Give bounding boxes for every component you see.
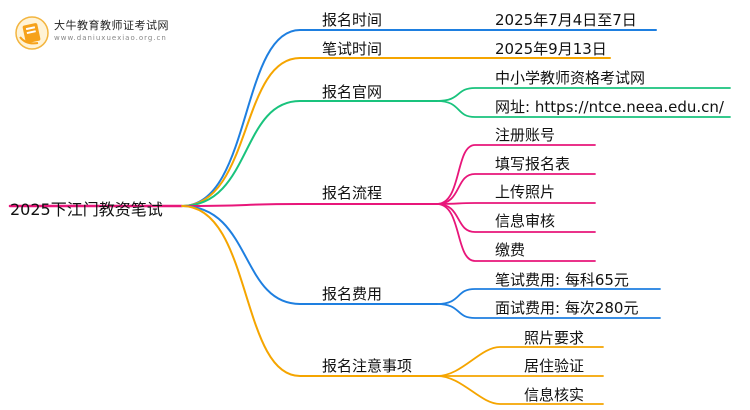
logo-title: 大牛教育教师证考试网 (54, 19, 169, 32)
leaf-connector (436, 144, 596, 205)
leaf-payment: 缴费 (495, 241, 526, 259)
leaf-connector (436, 288, 661, 305)
branch-connector (181, 29, 438, 207)
leaf-fill-form: 填写报名表 (495, 155, 571, 173)
root-node: 2025下江门教资笔试 (10, 200, 163, 219)
leaf-exam-date: 2025年9月13日 (495, 40, 607, 58)
leaf-connector (436, 100, 731, 118)
leaf-registration-dates: 2025年7月4日至7日 (495, 11, 637, 29)
branch-registration-fee: 报名费用 (322, 285, 383, 303)
branch-exam-time: 笔试时间 (322, 40, 383, 58)
branch-registration-notes: 报名注意事项 (322, 357, 413, 375)
leaf-site-name: 中小学教师资格考试网 (495, 69, 646, 87)
branch-connector (181, 205, 438, 377)
leaf-written-fee: 笔试费用: 每科65元 (495, 271, 629, 289)
leaf-connector (436, 203, 596, 262)
logo-url: www.daniuxuexiao.org.cn (54, 34, 167, 42)
branch-registration-process: 报名流程 (322, 184, 383, 202)
leaf-residence-verification: 居住验证 (524, 357, 585, 375)
leaf-site-url: 网址: https://ntce.neea.edu.cn/ (495, 98, 724, 116)
leaf-info-verification: 信息核实 (524, 386, 585, 404)
branch-connector (181, 205, 438, 305)
leaf-info-review: 信息审核 (495, 212, 556, 230)
branch-connector (181, 100, 438, 207)
branch-registration-time: 报名时间 (322, 11, 383, 29)
branch-connector (181, 57, 438, 207)
leaf-interview-fee: 面试费用: 每次280元 (495, 299, 639, 317)
leaf-connector (436, 346, 604, 377)
leaf-upload-photo: 上传照片 (495, 183, 556, 201)
book-logo-icon (15, 16, 49, 50)
leaf-connector (436, 87, 731, 102)
leaf-register-account: 注册账号 (495, 126, 556, 144)
leaf-connector (436, 303, 661, 319)
leaf-photo-requirements: 照片要求 (524, 329, 585, 347)
leaf-connector (436, 202, 596, 205)
site-logo: 大牛教育教师证考试网 www.daniuxuexiao.org.cn (14, 13, 224, 51)
leaf-connector (436, 173, 596, 205)
leaf-connector (436, 375, 604, 405)
branch-official-site: 报名官网 (322, 83, 383, 101)
branch-connector (181, 203, 438, 207)
